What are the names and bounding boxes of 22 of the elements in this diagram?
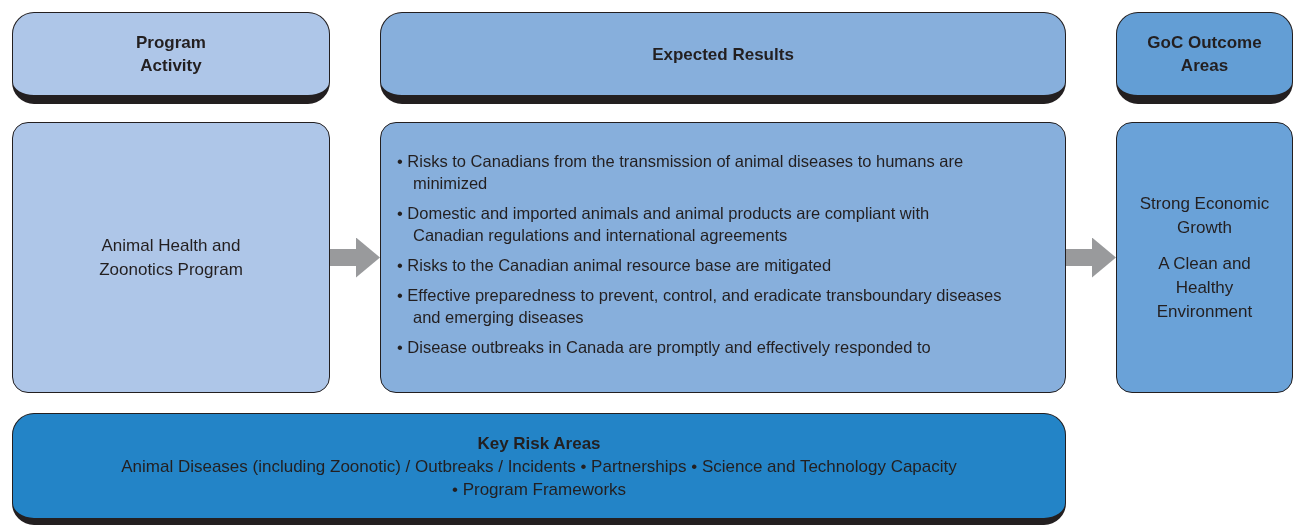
bullet-item: • Disease outbreaks in Canada are promptly and effectively responded to xyxy=(397,336,931,358)
header-label: Expected Results xyxy=(652,43,794,66)
node-label: A Clean and Healthy Environment xyxy=(1155,252,1254,323)
header-box xyxy=(1116,12,1293,104)
block-arrow xyxy=(1066,237,1116,278)
banner-text: Animal Diseases (including Zoonotic) / Outbreaks / Incidents • Partnerships • Science and Technology Capacity • Program Frameworks xyxy=(120,455,958,501)
banner-title: Key Risk Areas xyxy=(477,432,601,455)
risk-banner xyxy=(12,413,1066,525)
header-box xyxy=(12,12,330,104)
header-label: Program Activity xyxy=(135,32,207,77)
bullet-item: • Risks to the Canadian animal resource base are mitigated xyxy=(397,254,832,276)
header-label: GoC Outcome Areas xyxy=(1146,32,1263,77)
block-arrow xyxy=(330,237,380,278)
bullet-item: • Effective preparedness to prevent, control, and eradicate transboundary diseases and emerging diseases xyxy=(397,284,1003,328)
process-box xyxy=(1116,122,1293,393)
results-box xyxy=(380,122,1066,393)
node-label: Strong Economic Growth xyxy=(1138,192,1271,239)
node-label: Animal Health and Zoonotics Program xyxy=(98,234,244,281)
bullet-item: • Risks to Canadians from the transmission of animal diseases to humans are minimized xyxy=(397,150,965,194)
process-box xyxy=(12,122,330,393)
bullet-item: • Domestic and imported animals and animal products are compliant with Canadian regulations and international agreements xyxy=(397,202,931,246)
header-box xyxy=(380,12,1066,104)
